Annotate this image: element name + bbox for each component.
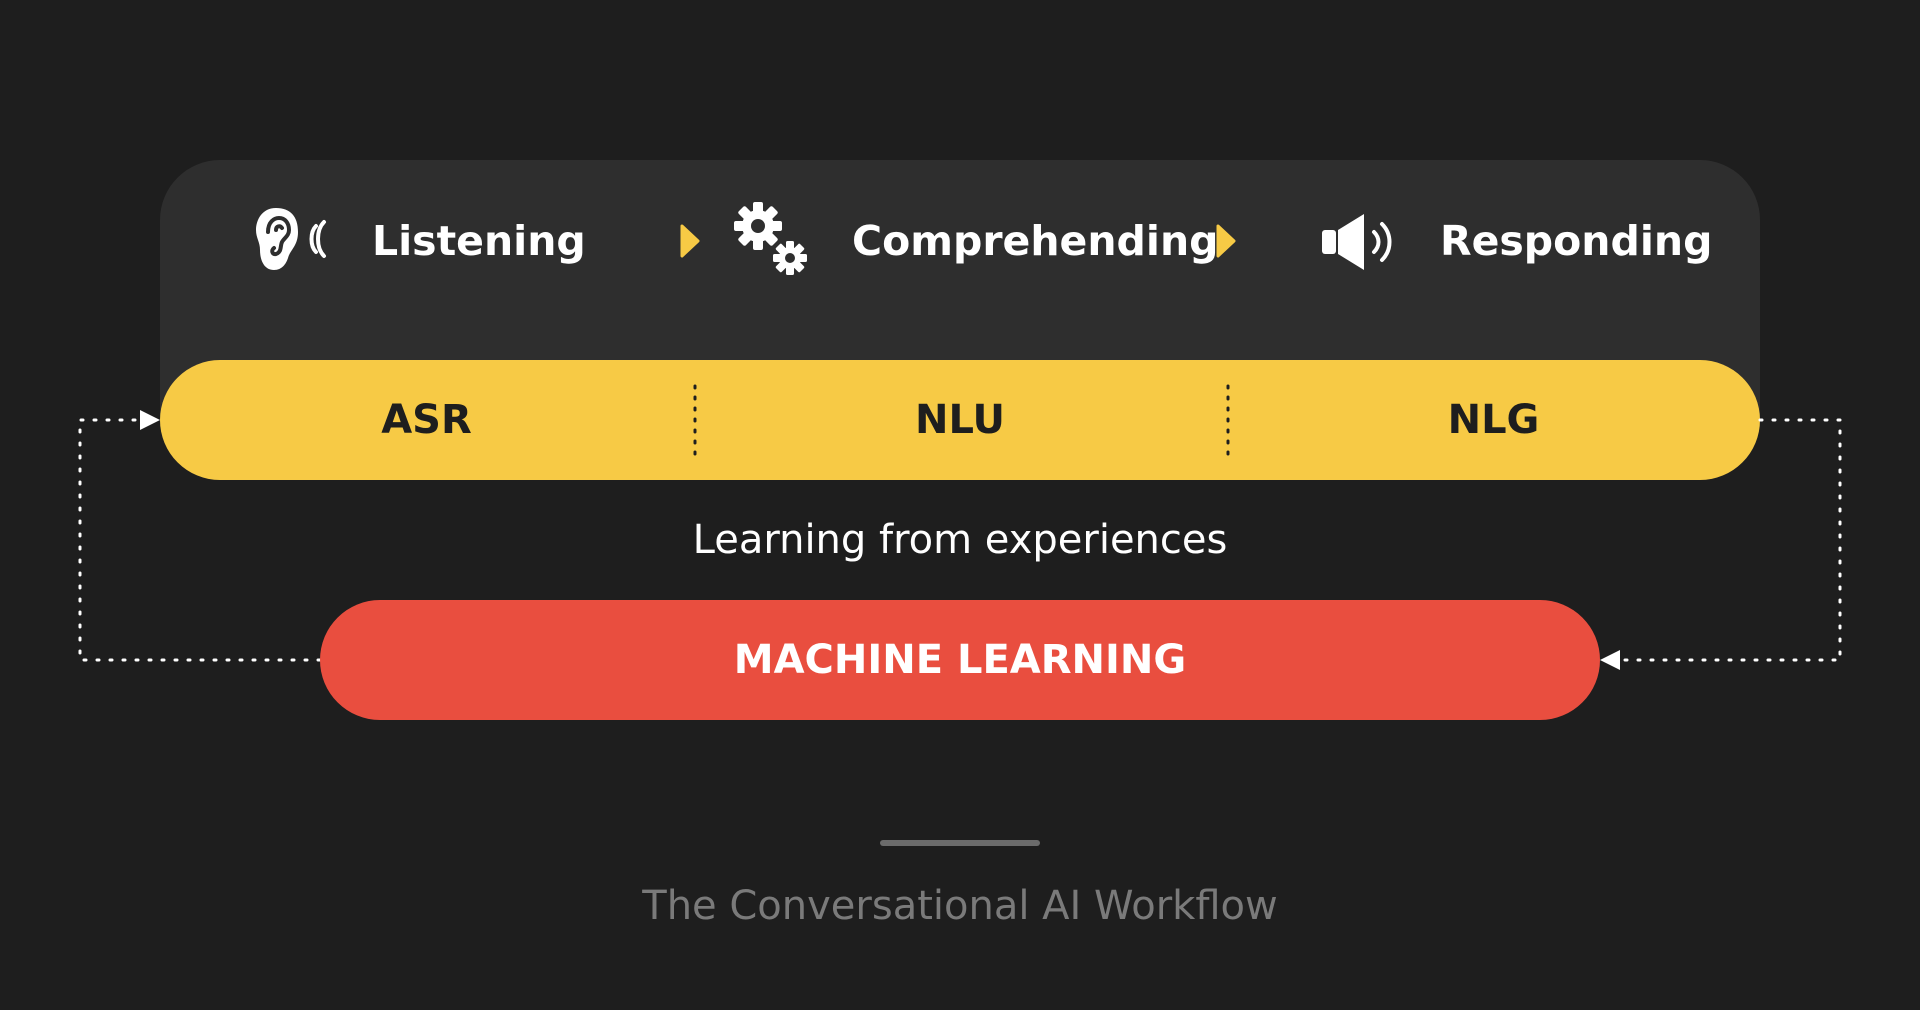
stage-label-listening: Listening (372, 217, 586, 265)
ear-icon (256, 208, 326, 270)
caption-divider (880, 840, 1040, 846)
speaker-icon (1322, 214, 1392, 270)
tech-label-nlu: NLU (914, 397, 1006, 443)
chevron-right-icon (1216, 224, 1236, 258)
arrow-into-ml-bar-icon (1600, 650, 1620, 670)
gears-icon (734, 202, 807, 275)
arrow-into-tech-bar-icon (140, 410, 160, 430)
tech-label-nlg: NLG (1447, 397, 1540, 443)
stage-label-responding: Responding (1440, 217, 1713, 265)
chevron-right-icon (680, 224, 700, 258)
machine-learning-bar: MACHINE LEARNING (320, 600, 1600, 720)
diagram-caption: The Conversational AI Workflow (642, 883, 1278, 929)
tech-label-asr: ASR (381, 397, 472, 443)
stage-label-comprehending: Comprehending (852, 217, 1219, 265)
learning-text: Learning from experiences (692, 517, 1228, 563)
technology-bar: ASR NLU NLG (160, 360, 1760, 480)
machine-learning-label: MACHINE LEARNING (733, 637, 1187, 683)
